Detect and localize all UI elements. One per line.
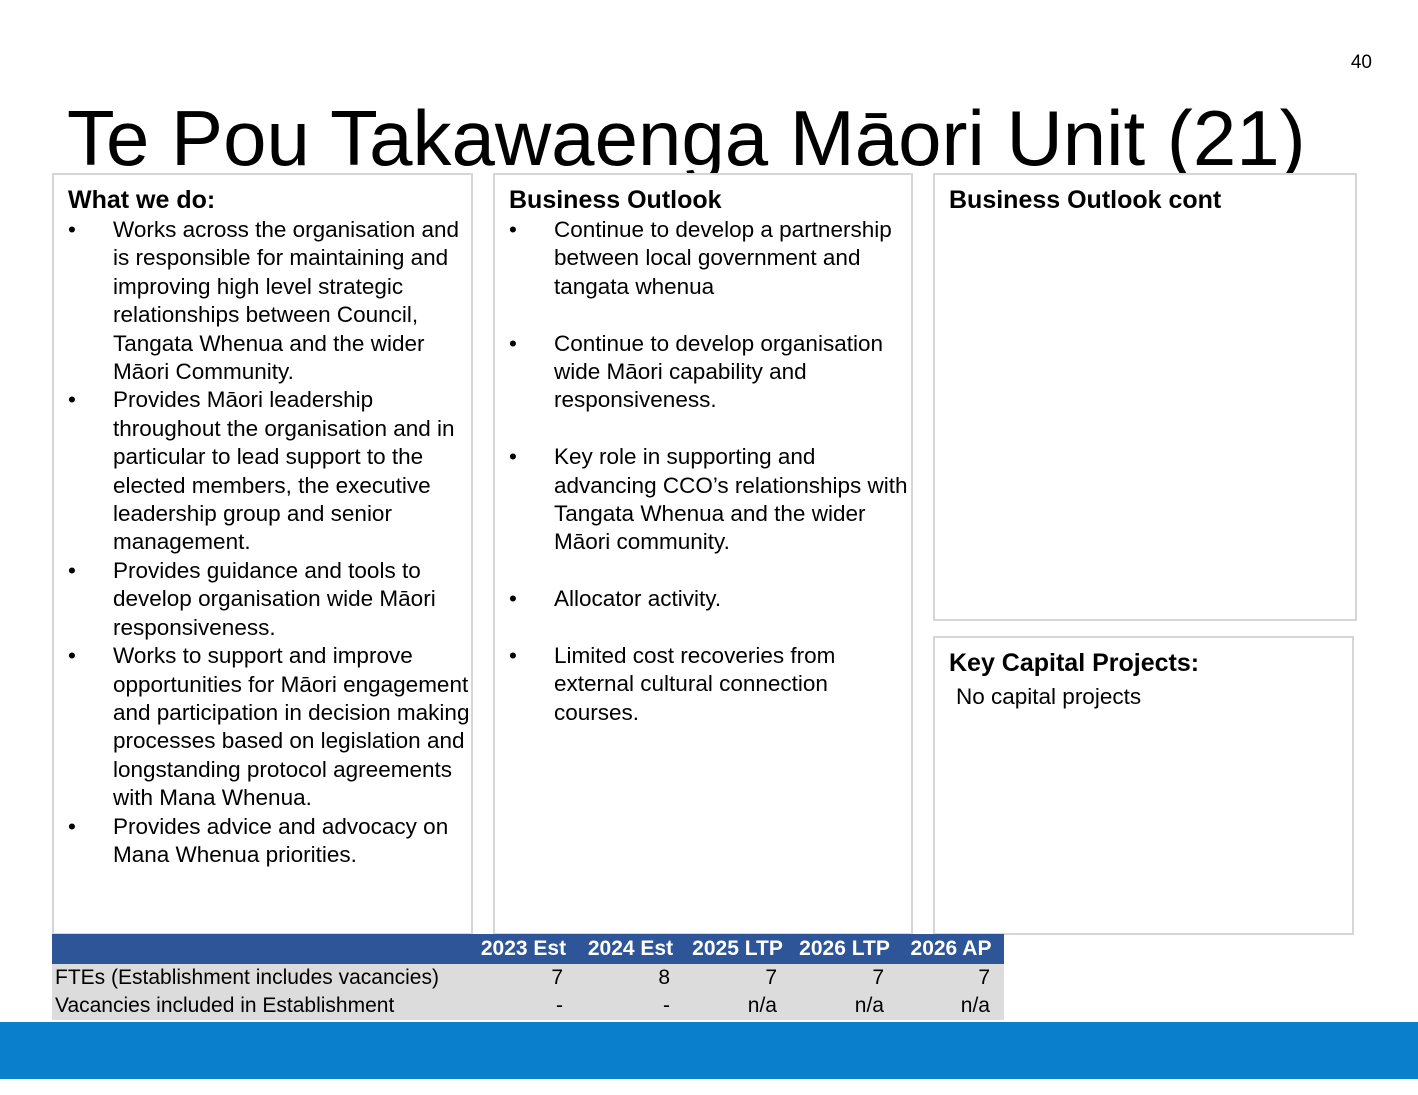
list-item-text: Provides guidance and tools to develop o… (113, 557, 436, 640)
table-header-cell: 2025 LTP (684, 934, 791, 964)
business-outlook-heading: Business Outlook (509, 186, 722, 214)
list-item: • Key role in supporting and advancing CC… (509, 443, 911, 557)
table-cell: Vacancies included in Establishment (52, 992, 470, 1020)
key-capital-projects-text: No capital projects (956, 684, 1142, 709)
what-we-do-heading: What we do: (68, 186, 216, 214)
list-item: • Works across the organisation and is re… (68, 216, 471, 386)
list-item-text: Continue to develop organisation wide Mā… (554, 330, 883, 413)
list-item: • Provides Māori leadership throughout th… (68, 386, 471, 556)
table-cell: n/a (791, 992, 898, 1020)
table-header-cell: 2024 Est (577, 934, 684, 964)
list-item: • Continue to develop organisation wide M… (509, 330, 911, 415)
list-item: • Works to support and improve opportunit… (68, 642, 471, 812)
table-cell: FTEs (Establishment includes vacancies) (52, 964, 470, 992)
bullet-icon: • (509, 586, 517, 612)
list-item-text: Allocator activity. (554, 586, 722, 612)
table-row: FTEs (Establishment includes vacancies) … (52, 964, 1004, 992)
footer-bar (0, 1022, 1418, 1079)
fte-table: 2023 Est 2024 Est 2025 LTP 2026 LTP 2026… (52, 934, 1004, 1020)
table-cell: 7 (684, 964, 791, 992)
table-cell: 7 (898, 964, 1004, 992)
table-cell: 7 (791, 964, 898, 992)
bullet-icon: • (509, 444, 517, 470)
table-row: Vacancies included in Establishment - - … (52, 992, 1004, 1020)
key-capital-projects-panel: Key Capital Projects: No capital project… (933, 636, 1354, 935)
business-outlook-panel: Business Outlook • Continue to develop a … (493, 173, 913, 935)
what-we-do-list: • Works across the organisation and is re… (68, 216, 471, 869)
bullet-icon: • (509, 330, 517, 356)
bullet-icon: • (68, 217, 76, 242)
list-item: • Limited cost recoveries from external c… (509, 642, 911, 727)
table-cell: - (577, 992, 684, 1020)
table-header-row: 2023 Est 2024 Est 2025 LTP 2026 LTP 2026… (52, 934, 1004, 964)
page-title: Te Pou Takawaenga Māori Unit (21) (67, 94, 1306, 182)
table-header-cell: 2026 LTP (791, 934, 898, 964)
list-item-text: Continue to develop a partnership betwee… (554, 217, 892, 299)
bullet-icon: • (509, 643, 517, 669)
list-item-text: Works to support and improve opportuniti… (113, 643, 470, 811)
bullet-icon: • (68, 643, 76, 669)
table-cell: 7 (470, 964, 577, 992)
list-item-text: Provides Māori leadership throughout the… (113, 387, 455, 555)
table-header-cell (52, 934, 470, 964)
business-outlook-cont-panel: Business Outlook cont (933, 173, 1357, 621)
business-outlook-cont-heading: Business Outlook cont (949, 186, 1222, 214)
bullet-icon: • (509, 217, 517, 242)
list-item: • Provides guidance and tools to develop … (68, 557, 471, 642)
key-capital-projects-heading: Key Capital Projects: (949, 649, 1200, 677)
list-item-text: Works across the organisation and is res… (113, 217, 460, 385)
page-number: 40 (1350, 52, 1372, 73)
bullet-icon: • (68, 813, 76, 839)
table-header-cell: 2023 Est (470, 934, 577, 964)
table-cell: - (470, 992, 577, 1020)
list-item-text: Limited cost recoveries from external cu… (554, 643, 836, 725)
table-cell: n/a (684, 992, 791, 1020)
list-item: • Continue to develop a partnership betwe… (509, 216, 911, 301)
table-cell: n/a (898, 992, 1004, 1020)
list-item: • Provides advice and advocacy on Mana Wh… (68, 813, 471, 870)
bullet-icon: • (68, 557, 76, 583)
list-item: • Allocator activity. (509, 585, 911, 613)
table-cell: 8 (577, 964, 684, 992)
list-item-text: Provides advice and advocacy on Mana Whe… (113, 813, 449, 867)
list-item-text: Key role in supporting and advancing CCO… (554, 444, 908, 555)
bullet-icon: • (68, 387, 76, 413)
what-we-do-panel: What we do: • Works across the organisati… (52, 173, 473, 935)
table-header-cell: 2026 AP (898, 934, 1004, 964)
business-outlook-list: • Continue to develop a partnership betwe… (509, 216, 911, 756)
